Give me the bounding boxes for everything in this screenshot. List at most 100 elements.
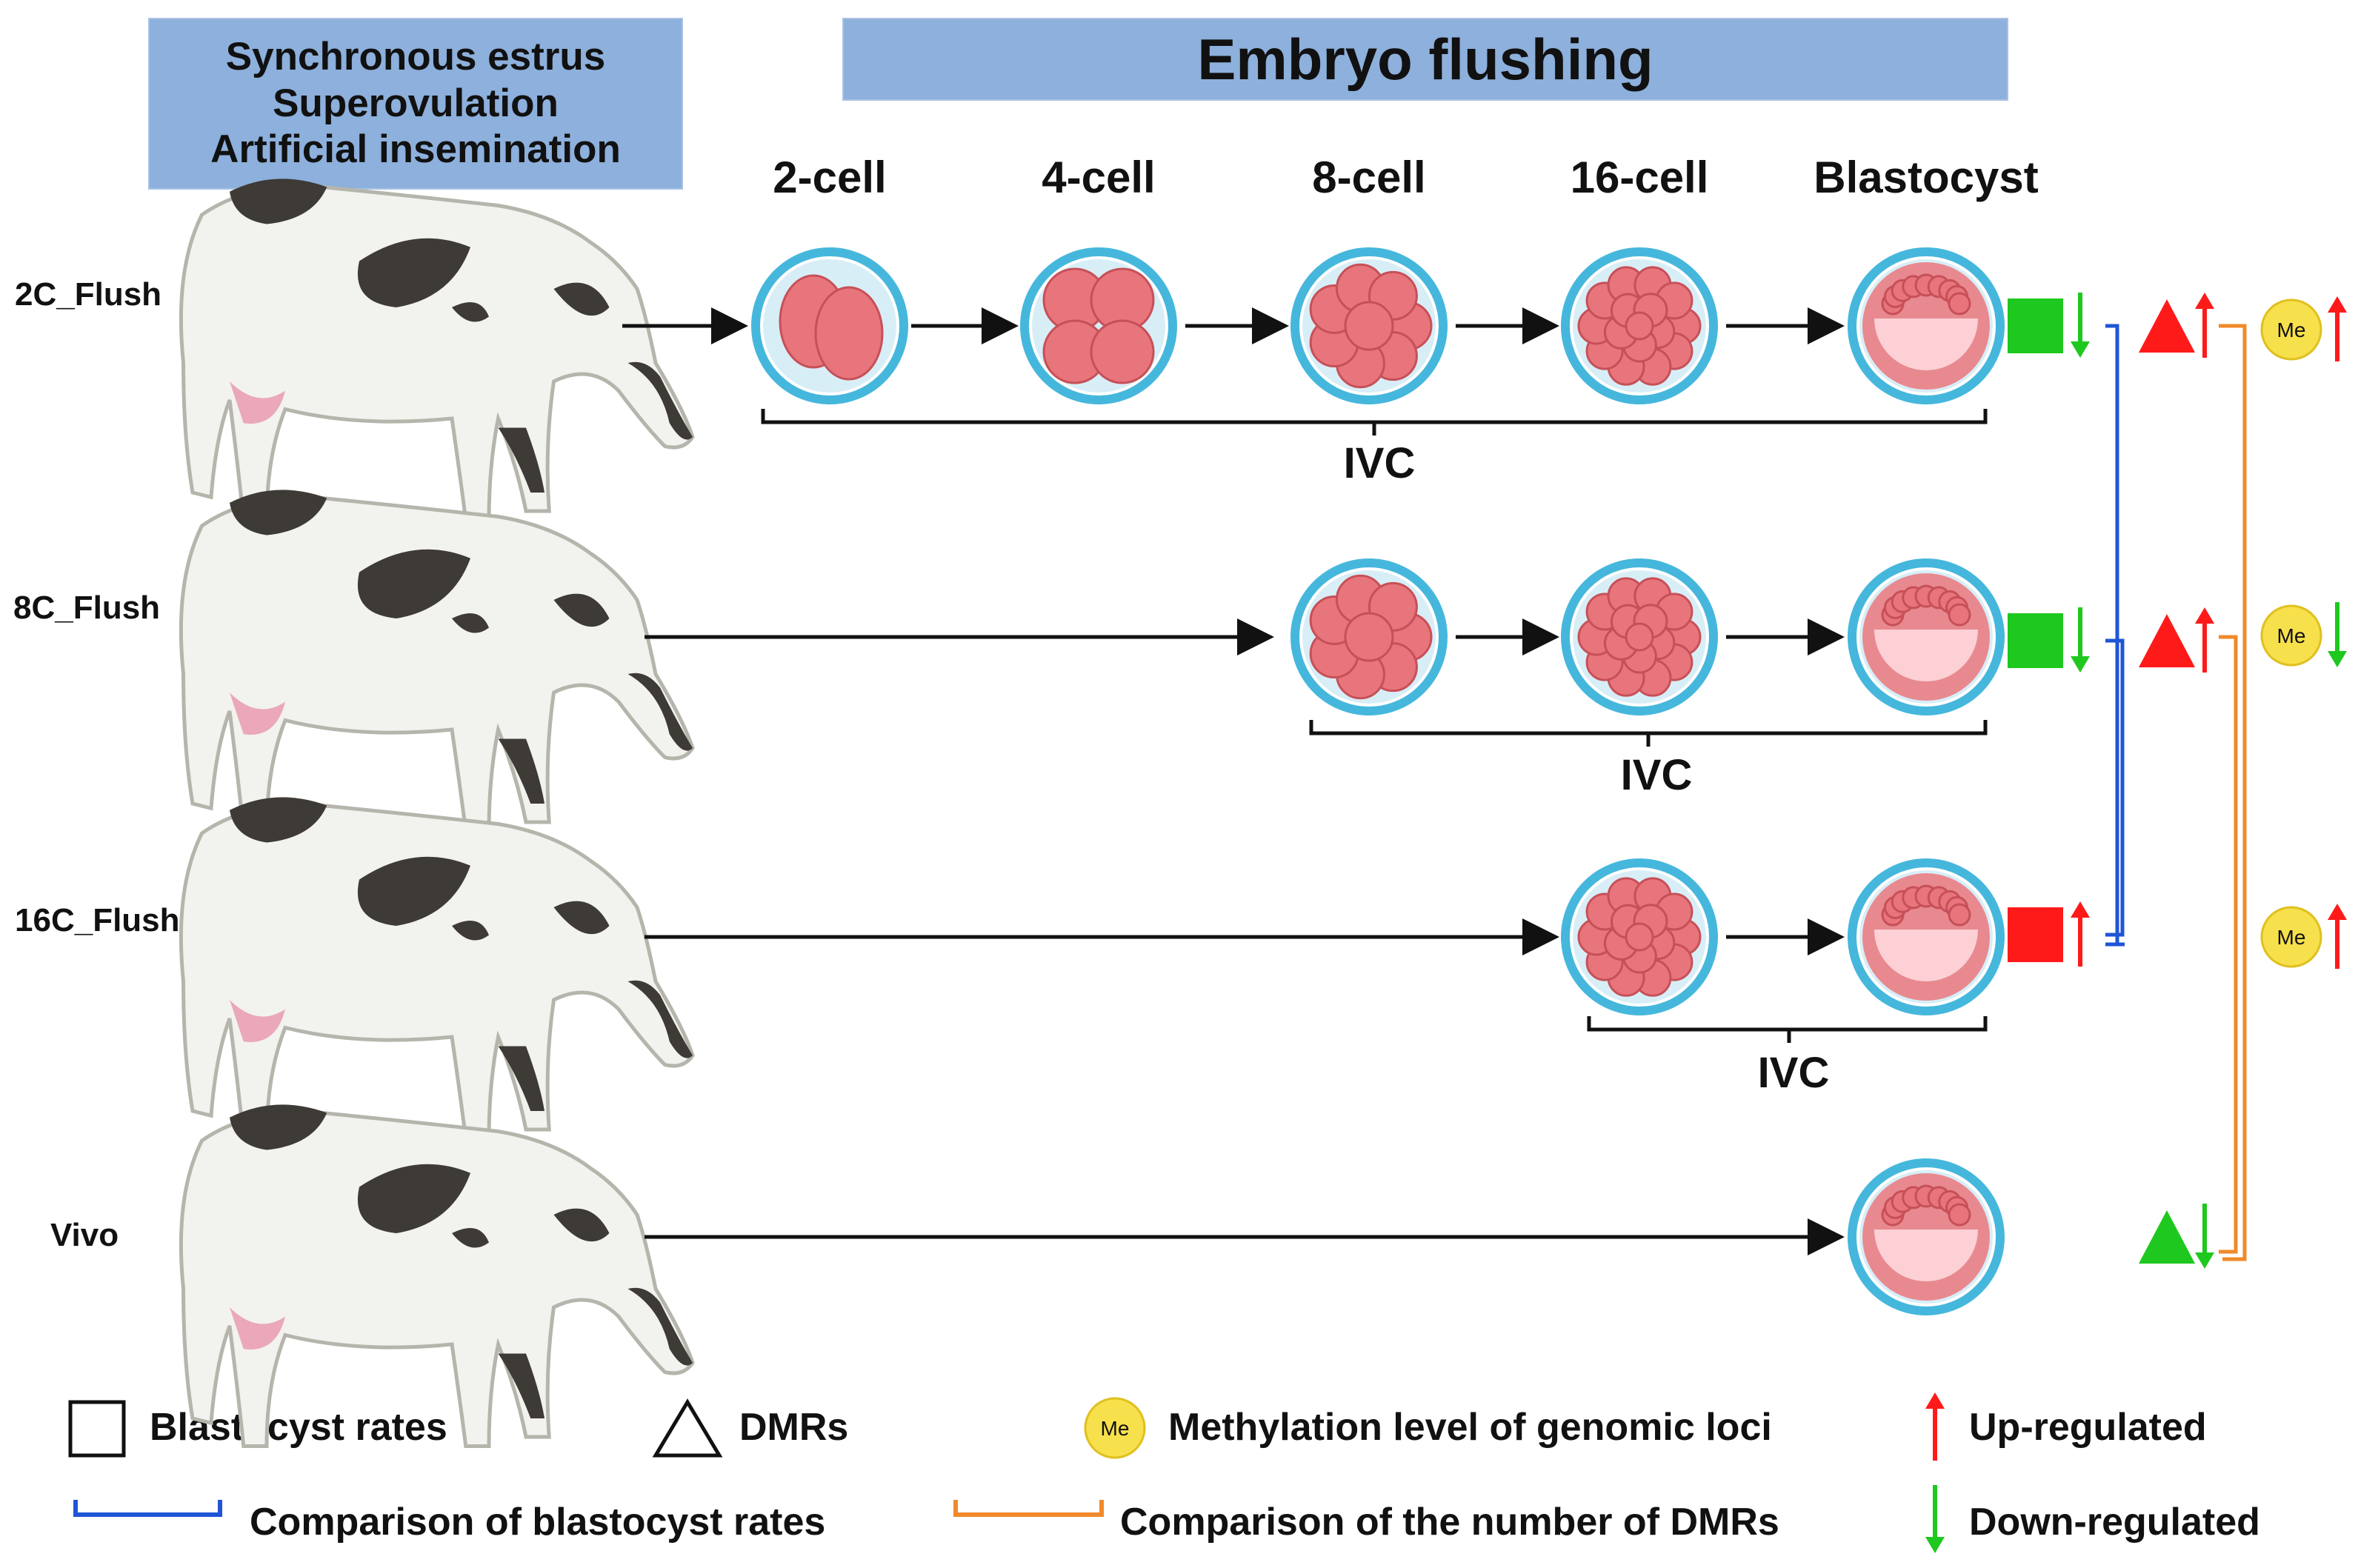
arrow-head [2195, 1252, 2214, 1269]
embryo-16cell-row3 [1561, 858, 1718, 1015]
row-label-16c-flush: 16C_Flush [15, 902, 180, 938]
blastomere [1625, 311, 1654, 341]
me-label: Me [2277, 318, 2306, 341]
ivc-bracket-row3 [1587, 1016, 1988, 1043]
embryo-flushing-title: Embryo flushing [1197, 26, 1653, 92]
legend-dmrs-label: DMRs [739, 1406, 849, 1449]
arrow-head [2328, 651, 2347, 667]
blastomere [1625, 922, 1654, 952]
protocol-line-2: Superovulation [273, 81, 559, 125]
embryo-flushing-header: Embryo flushing [842, 18, 2008, 101]
blastomere [1090, 319, 1155, 384]
legend-triangle-icon [652, 1398, 723, 1458]
protocol-line-1: Synchronous estrus [225, 35, 606, 79]
ivc-bracket-row2 [1309, 720, 1988, 747]
blastocyst-rate-arrow-2 [2071, 607, 2090, 673]
legend-me-icon: Me [1084, 1397, 1146, 1459]
methylation-arrow-1 [2328, 296, 2347, 361]
stage-label-2cell: 2-cell [773, 153, 887, 202]
legend-comparison-dmrs-label: Comparison of the number of DMRs [1120, 1501, 1779, 1544]
legend-orange-bracket-icon [953, 1500, 1104, 1517]
methylation-arrow-2 [2328, 602, 2347, 667]
embryo-8cell-row2 [1290, 558, 1448, 715]
embryo-blastocyst-row2 [1848, 558, 2005, 715]
inner-cell-mass-cell [1948, 292, 1971, 316]
ivc-label-16c: IVC [1757, 1049, 1830, 1097]
blastocyst-rate-arrow-3 [2071, 901, 2090, 967]
legend-up-label: Up-regulated [1969, 1406, 2207, 1449]
methylation-badge-3: Me [2260, 906, 2322, 968]
legend-up-arrow-icon [1925, 1392, 1945, 1461]
row-label-8c-flush: 8C_Flush [13, 590, 161, 626]
ivc-label-2c: IVC [1343, 439, 1416, 487]
blastomere [1625, 622, 1654, 652]
stage-label-16cell: 16-cell [1570, 153, 1709, 202]
arrow-head [2071, 341, 2090, 358]
dmr-triangle-2 [2139, 614, 2195, 667]
embryo-16cell-row1 [1561, 247, 1718, 404]
me-circle [2260, 604, 2322, 667]
embryo-blastocyst-row3 [1848, 858, 2005, 1015]
me-label: Me [1101, 1417, 1130, 1440]
ivc-bracket-row1 [761, 409, 1988, 436]
protocol-line-3: Artificial insemination [210, 127, 621, 172]
me-label: Me [2277, 926, 2306, 949]
arrow-head [2071, 656, 2090, 673]
arrow-head [2195, 293, 2214, 309]
blue-bracket-inner [2105, 638, 2125, 937]
ivc-label-8c: IVC [1620, 751, 1693, 799]
orange-bracket-outer [2219, 324, 2247, 1261]
blastocyst-rate-square-2 [2008, 613, 2063, 668]
blastocyst-rate-arrow-1 [2071, 293, 2090, 358]
blastocoel [1874, 630, 1978, 681]
embryo-16cell-row2 [1561, 558, 1718, 715]
legend-comparison-rates-label: Comparison of blastocyst rates [250, 1501, 826, 1544]
me-label: Me [2277, 624, 2306, 647]
orange-bracket-inner [2219, 635, 2238, 1254]
arrow-head [1925, 1392, 1945, 1409]
embryo-4cell-row1 [1020, 247, 1177, 404]
protocol-box: Synchronous estrus Superovulation Artifi… [148, 18, 683, 190]
legend-methylation-label: Methylation level of genomic loci [1168, 1406, 1772, 1449]
embryo-8cell-row1 [1290, 247, 1448, 404]
row-label-vivo: Vivo [50, 1217, 119, 1253]
dmr-arrow-2 [2195, 607, 2214, 673]
blastocyst-rate-square-3 [2008, 907, 2063, 962]
methylation-badge-2: Me [2260, 604, 2322, 667]
methylation-badge-1: Me [2260, 298, 2322, 361]
me-circle [1084, 1397, 1146, 1459]
cow-8c-flush [181, 490, 693, 831]
inner-cell-mass-cell [1948, 903, 1971, 927]
legend-down-arrow-icon [1925, 1485, 1945, 1553]
embryo-blastocyst-vivo [1848, 1158, 2005, 1315]
embryo-blastocyst-row1 [1848, 247, 2005, 404]
stage-label-8cell: 8-cell [1312, 153, 1426, 202]
legend-square-icon [68, 1400, 126, 1458]
arrow-head [2071, 901, 2090, 918]
cow-2c-flush [181, 179, 693, 520]
inner-cell-mass-cell [1948, 603, 1971, 627]
dmr-arrow-4 [2195, 1204, 2214, 1269]
dmr-arrow-1 [2195, 293, 2214, 358]
dmr-triangle-4 [2139, 1210, 2195, 1264]
blastomere [1344, 612, 1394, 662]
arrow-head [1925, 1537, 1945, 1553]
blastomere [1344, 301, 1394, 351]
blastocoel [1874, 930, 1978, 981]
methylation-arrow-3 [2328, 904, 2347, 969]
embryo-2cell-row1 [751, 247, 908, 404]
blastocoel [1874, 318, 1978, 370]
stage-label-blastocyst: Blastocyst [1814, 153, 2039, 202]
inner-cell-mass-cell [1948, 1203, 1971, 1227]
blastocoel [1874, 1230, 1978, 1281]
row-label-2c-flush: 2C_Flush [15, 276, 162, 313]
dmr-triangle-1 [2139, 299, 2195, 353]
legend-down-label: Down-regulated [1969, 1501, 2260, 1544]
blastocyst-rate-square-1 [2008, 298, 2063, 353]
me-circle [2260, 298, 2322, 361]
stage-label-4cell: 4-cell [1042, 153, 1156, 202]
arrow-head [2328, 904, 2347, 920]
cow-vivo [181, 1104, 693, 1446]
blastomere [814, 286, 884, 381]
